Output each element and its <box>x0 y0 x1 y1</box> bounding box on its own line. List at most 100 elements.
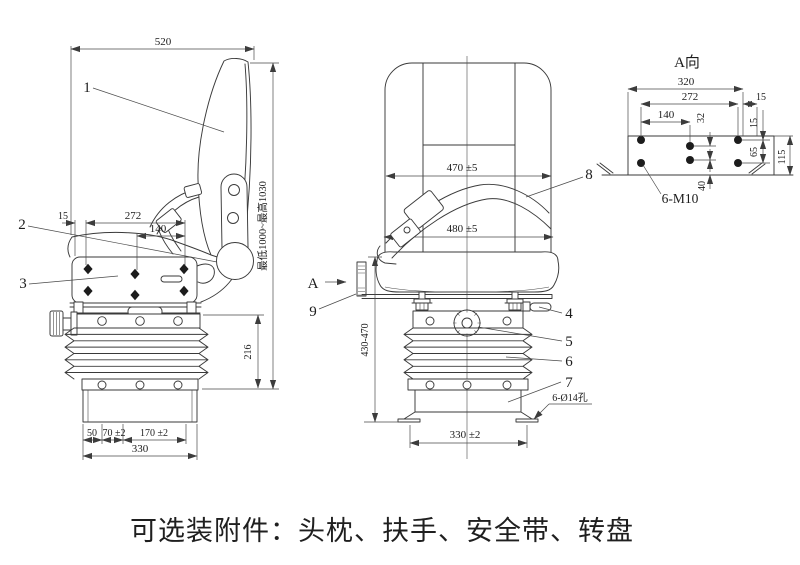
plate-hole <box>425 316 435 326</box>
part-label-6: 6 <box>565 354 573 370</box>
dim-text-32: 32 <box>696 113 707 123</box>
bolt-flange <box>413 298 431 304</box>
dim-text-330: 330 <box>132 443 149 455</box>
plate-hole <box>97 316 107 326</box>
belt-pivot <box>403 226 411 234</box>
leader-label-7 <box>507 381 562 403</box>
bottom-plate-hole <box>462 380 472 390</box>
arm-hole-upper <box>228 184 240 196</box>
leader-label-6 <box>505 356 563 362</box>
thread-note-text: 6-M10 <box>662 191 699 206</box>
part-label-1: 1 <box>83 80 91 96</box>
clamp-bolt-left <box>411 291 433 311</box>
dim-text-15: 15 <box>58 211 68 222</box>
adjuster-wheel-knurl <box>453 309 481 337</box>
dim-text-140a: 140 <box>658 109 675 121</box>
m10-hole <box>734 159 742 167</box>
dim-text-50: 50 <box>87 428 97 439</box>
side-base-box-walls <box>87 390 193 422</box>
side-view: 520 15 272 140 最低1000~最高1030 216 50 70 ±… <box>18 36 279 460</box>
front-bottom-plate <box>407 378 529 391</box>
dim-text-65: 65 <box>749 147 760 157</box>
side-rail-end-left <box>73 301 84 314</box>
bottom-plate-hole <box>425 380 435 390</box>
dim-text-480: 480 ±5 <box>447 223 478 235</box>
leader-label-5 <box>477 326 563 342</box>
dim-text-40: 40 <box>697 181 708 191</box>
side-recline-knob <box>216 242 254 280</box>
m10-hole <box>734 136 742 144</box>
belt-bracket <box>356 261 367 297</box>
m10-hole <box>686 142 694 150</box>
bottom-plate-hole <box>97 380 107 390</box>
part-label-7: 7 <box>565 375 573 391</box>
a-view-title: A向 <box>674 54 700 71</box>
front-view: 470 ±5 480 ±5 430-470 330 ±2 6-Ø14孔 A 4 … <box>308 56 593 459</box>
bolt-stud <box>511 291 519 300</box>
bottom-plate-hole <box>502 380 512 390</box>
m10-hole <box>686 156 694 164</box>
dim-text-170: 170 ±2 <box>140 428 168 439</box>
adjuster-knob-knurl <box>53 312 60 335</box>
leader-label-8 <box>525 176 584 198</box>
part-label-2: 2 <box>18 217 26 233</box>
leader-label-1 <box>92 87 225 133</box>
side-bellows <box>64 327 209 380</box>
plate-hole <box>135 316 145 326</box>
dim-text-15-side: 15 <box>749 118 760 128</box>
leader-label-9 <box>318 293 357 310</box>
dim-text-70: 70 ±2 <box>103 428 126 439</box>
leader-label-3 <box>28 275 119 285</box>
bottom-plate-hole <box>173 380 183 390</box>
dim-text-330-2: 330 ±2 <box>450 429 481 441</box>
front-rail <box>361 294 553 299</box>
side-rail-end-right <box>186 301 197 314</box>
dim-text-520: 520 <box>155 36 172 48</box>
caption-optional-accessories: 可选装附件：头枕、扶手、安全带、转盘 <box>130 516 634 546</box>
dim-text-height-range: 最低1000~最高1030 <box>256 181 269 271</box>
adjust-handle <box>529 302 552 312</box>
m10-hole <box>637 136 645 144</box>
dim-text-140: 140 <box>150 223 167 235</box>
side-base-box <box>82 389 198 423</box>
bolt-nut <box>508 302 522 311</box>
front-bellows <box>403 327 533 380</box>
dim-text-320: 320 <box>678 76 695 88</box>
holes-note-text: 6-Ø14孔 <box>552 392 588 404</box>
front-base-box <box>397 389 539 423</box>
dim-text-430-470: 430-470 <box>360 323 371 356</box>
dim-text-272: 272 <box>125 210 142 222</box>
bottom-plate-hole <box>135 380 145 390</box>
dim-text-115: 115 <box>777 150 788 165</box>
bolt-flange <box>506 298 524 304</box>
part-label-4: 4 <box>565 306 573 322</box>
a-view-extension-lines <box>627 92 793 164</box>
front-cushion <box>375 251 560 293</box>
holes-note-leader <box>533 403 550 420</box>
dim-text-15-top: 15 <box>756 92 766 103</box>
side-suspension-top-plate <box>72 313 201 329</box>
handle-hub <box>522 301 531 312</box>
adjuster-shaft <box>62 317 72 331</box>
plate-hole <box>173 316 183 326</box>
dim-text-470: 470 ±5 <box>447 162 478 174</box>
part-label-3: 3 <box>19 276 27 292</box>
thread-note-leader <box>642 164 662 195</box>
part-label-5: 5 <box>565 334 573 350</box>
bolt-nut-facets <box>512 303 518 310</box>
plate-hole <box>502 316 512 326</box>
side-belt-clamp <box>183 183 203 198</box>
adjuster-flange <box>70 311 78 336</box>
side-cushion <box>67 231 212 258</box>
arm-hole-lower <box>227 212 239 224</box>
leader-label-4 <box>538 306 563 314</box>
bolt-nut-facets <box>419 303 425 310</box>
leader-label-2 <box>27 225 218 263</box>
bolt-nut <box>415 302 429 311</box>
bolt-stud <box>418 291 426 300</box>
view-a-letter: A <box>308 276 319 292</box>
part-label-8: 8 <box>585 167 593 183</box>
a-view-flanges <box>596 162 766 175</box>
